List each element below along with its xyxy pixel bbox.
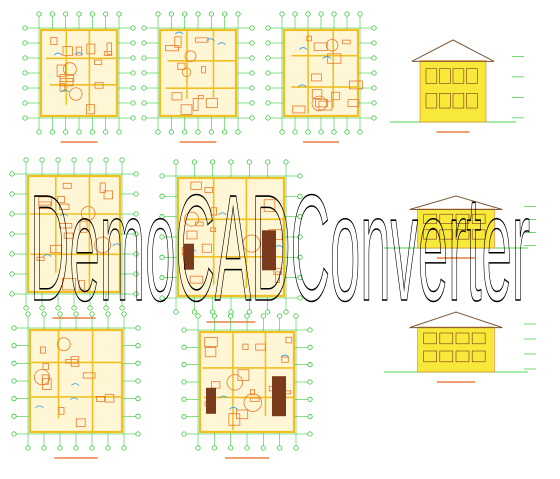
- floor-plan-drawing: [9, 157, 139, 319]
- floor-plan-drawing: [11, 311, 141, 459]
- elevation-drawing: [390, 39, 524, 133]
- drawing-sheets: [9, 11, 536, 459]
- watermark-text: DemoCADConverter: [30, 163, 530, 332]
- floor-plan-drawing: [141, 11, 255, 143]
- floor-plan-drawing: [265, 11, 377, 143]
- elevation-drawing: [384, 195, 536, 259]
- floor-plan-drawing: [159, 159, 303, 323]
- floor-plan-drawing: [22, 11, 136, 143]
- watermark: DemoCADConverter: [29, 162, 530, 333]
- floor-plan-drawing: [181, 313, 313, 459]
- elevation-drawing: [384, 311, 536, 383]
